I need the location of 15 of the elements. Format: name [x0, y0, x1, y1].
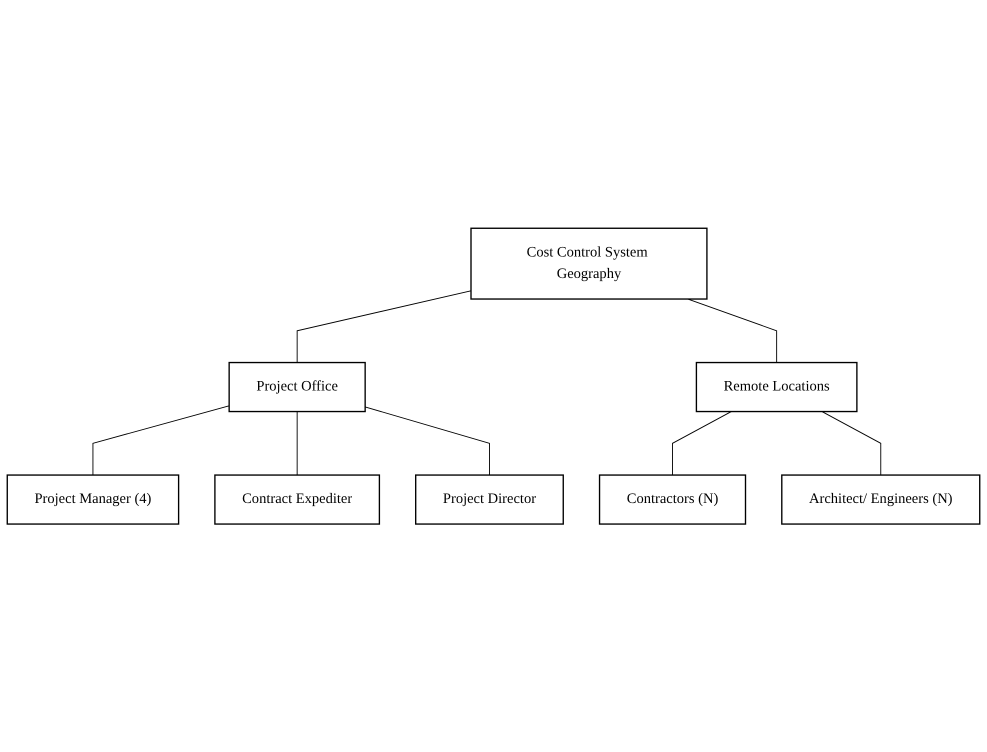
connector: [92, 405, 230, 476]
connector: [296, 290, 472, 363]
node-box: Project Manager (4): [6, 474, 180, 525]
node-box: Project Office: [228, 362, 366, 412]
connector: [687, 298, 778, 363]
connector: [296, 410, 298, 476]
node-box: Contractors (N): [598, 474, 746, 525]
node-box: Remote Locations: [696, 362, 858, 412]
node-box: Project Director: [415, 474, 564, 525]
node-box: Cost Control System Geography: [470, 227, 708, 300]
connector: [672, 410, 732, 476]
connector: [822, 410, 882, 476]
node-box: Contract Expediter: [214, 474, 380, 525]
node-box: Architect/ Engineers (N): [781, 474, 980, 525]
connector: [364, 406, 490, 476]
